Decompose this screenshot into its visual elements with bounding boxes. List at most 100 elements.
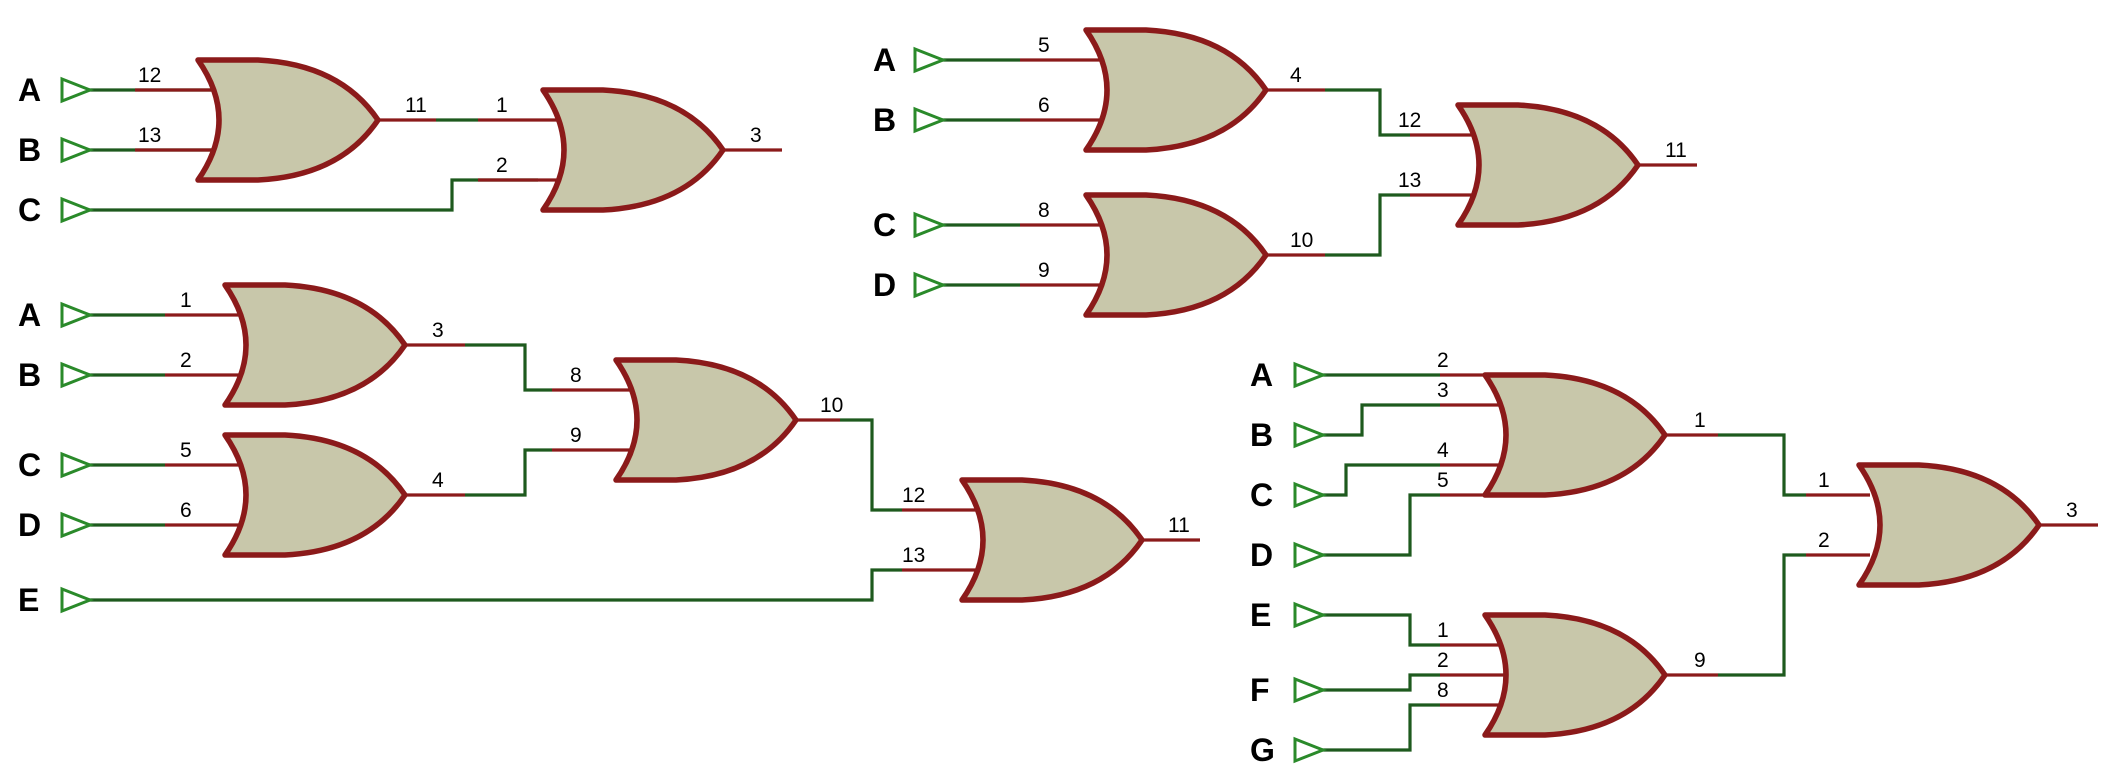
terminal-label: D (1250, 537, 1273, 573)
pin-number: 1 (1437, 619, 1449, 642)
wire (65, 568, 902, 602)
wire (1718, 553, 1806, 677)
input-terminal-icon (60, 361, 95, 389)
pin-number: 8 (570, 364, 582, 387)
terminal-label: C (873, 207, 896, 243)
input-terminal-icon (1293, 541, 1328, 569)
wire (1325, 88, 1410, 137)
wire (1318, 403, 1440, 437)
or-gate (613, 357, 799, 483)
wire (1318, 463, 1440, 497)
pin-number: 2 (1818, 529, 1830, 552)
input-terminal-icon (913, 211, 948, 239)
pin-number: 8 (1038, 199, 1050, 222)
pin-number: 1 (1818, 469, 1830, 492)
pin-number: 1 (496, 94, 508, 117)
pin-number: 13 (1398, 169, 1421, 192)
pin-number: 2 (1437, 649, 1449, 672)
input-terminal-icon (1293, 736, 1328, 764)
terminal-label: D (873, 267, 896, 303)
or-gate (195, 57, 381, 183)
pin-number: 3 (750, 124, 762, 147)
wire (465, 343, 552, 392)
wire (465, 448, 552, 497)
input-terminal-icon (60, 511, 95, 539)
pin-number: 6 (180, 499, 192, 522)
pin-number: 6 (1038, 94, 1050, 117)
or-gate (1083, 192, 1269, 318)
terminal-label: G (1250, 732, 1275, 768)
or-gate (1455, 102, 1641, 228)
pin-number: 3 (1437, 379, 1449, 402)
wire (1325, 193, 1410, 257)
or-gate (1482, 612, 1668, 738)
terminal-label: B (18, 132, 41, 168)
terminal-labels: A B C A B C D A B C D E A B C D E F G (18, 42, 1275, 768)
input-terminal-icon (1293, 676, 1328, 704)
pin-number: 1 (1694, 409, 1706, 432)
pin-number: 11 (405, 94, 427, 117)
input-terminal-icon (60, 136, 95, 164)
pin-number: 5 (180, 439, 192, 462)
pin-number: 2 (1437, 349, 1449, 372)
pin-number: 12 (1398, 109, 1421, 132)
terminal-label: A (18, 72, 41, 108)
pin-number: 10 (820, 394, 843, 417)
input-terminal-icon (913, 46, 948, 74)
pin-number: 12 (138, 64, 161, 87)
pin-number: 5 (1038, 34, 1050, 57)
pin-number: 2 (180, 349, 192, 372)
terminal-label: F (1250, 672, 1270, 708)
terminal-label: A (18, 297, 41, 333)
pin-number: 4 (432, 469, 444, 492)
gate-leads (135, 58, 2098, 707)
input-terminal-icon (1293, 601, 1328, 629)
pin-number: 9 (1038, 259, 1050, 282)
input-terminal-icon (913, 106, 948, 134)
terminal-label: D (18, 507, 41, 543)
terminal-label: B (18, 357, 41, 393)
input-terminal-icon (1293, 481, 1328, 509)
wire (840, 418, 902, 512)
terminal-label: E (1250, 597, 1271, 633)
input-terminal-icon (60, 76, 95, 104)
wire (1318, 613, 1440, 647)
wire (1718, 433, 1806, 497)
terminal-label: C (18, 447, 41, 483)
pin-number: 12 (902, 484, 925, 507)
or-gate (222, 432, 408, 558)
input-terminal-icon (1293, 421, 1328, 449)
pin-number: 5 (1437, 469, 1449, 492)
pin-number: 4 (1290, 64, 1302, 87)
terminal-label: E (18, 582, 39, 618)
pin-number: 4 (1437, 439, 1449, 462)
input-terminal-icon (1293, 361, 1328, 389)
input-terminal-icon (60, 451, 95, 479)
pin-number: 2 (496, 154, 508, 177)
pin-number: 11 (1168, 514, 1190, 537)
or-gate (959, 477, 1145, 603)
or-gate (540, 87, 726, 213)
wire (65, 178, 538, 212)
wire (1318, 673, 1440, 692)
or-gate (1083, 27, 1269, 153)
pin-number: 1 (180, 289, 192, 312)
pin-number: 3 (432, 319, 444, 342)
pin-labels: 12 13 11 1 2 3 5 6 4 8 9 10 12 13 11 1 2… (138, 34, 2078, 702)
pin-number: 8 (1437, 679, 1449, 702)
pin-number: 10 (1290, 229, 1313, 252)
terminal-label: C (1250, 477, 1273, 513)
input-terminal-icon (913, 271, 948, 299)
or-gate (1482, 372, 1668, 498)
or-gate (1856, 462, 2042, 588)
or-gates (195, 27, 2042, 738)
terminal-label: B (873, 102, 896, 138)
terminal-label: B (1250, 417, 1273, 453)
terminal-label: C (18, 192, 41, 228)
input-terminal-icon (60, 586, 95, 614)
pin-number: 9 (570, 424, 582, 447)
pin-number: 11 (1665, 139, 1687, 162)
input-terminals (60, 46, 1328, 764)
or-gate (222, 282, 408, 408)
